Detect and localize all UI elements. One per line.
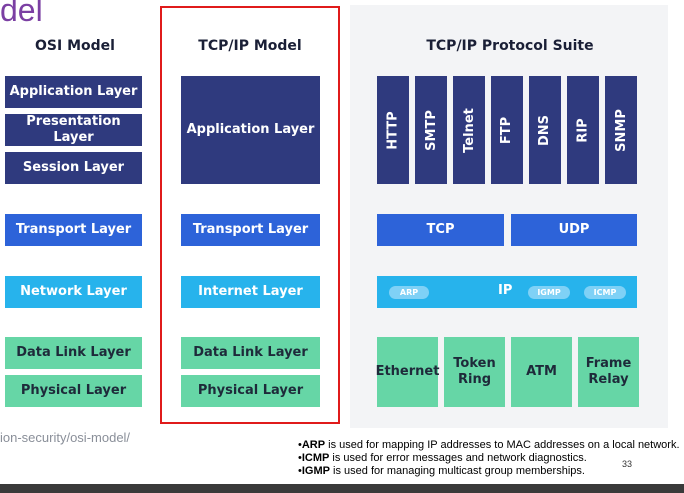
protocol-tcp: TCP xyxy=(377,214,504,246)
tcpip-heading: TCP/IP Model xyxy=(198,38,302,54)
osi-layer-physical: Physical Layer xyxy=(5,375,142,407)
bottom-bar xyxy=(0,484,684,493)
note-icmp: •ICMP is used for error messages and net… xyxy=(298,452,587,464)
pill-arp: ARP xyxy=(389,286,429,299)
pill-igmp: IGMP xyxy=(528,286,570,299)
protocol-atm: ATM xyxy=(511,337,572,407)
protocol-ftp: FTP xyxy=(491,76,523,184)
protocol-snmp: SNMP xyxy=(605,76,637,184)
note-arp: •ARP is used for mapping IP addresses to… xyxy=(298,439,680,451)
tcpip-layer-application: Application Layer xyxy=(181,76,320,184)
slide-title: del xyxy=(0,0,43,28)
osi-heading: OSI Model xyxy=(35,38,115,54)
protocol-frame-relay: Frame Relay xyxy=(578,337,639,407)
protocol-rip: RIP xyxy=(567,76,599,184)
tcpip-layer-transport: Transport Layer xyxy=(181,214,320,246)
tcpip-layer-data-link: Data Link Layer xyxy=(181,337,320,369)
protocol-smtp: SMTP xyxy=(415,76,447,184)
osi-layer-application: Application Layer xyxy=(5,76,142,108)
note-igmp: •IGMP is used for managing multicast gro… xyxy=(298,465,585,477)
protocol-udp: UDP xyxy=(511,214,637,246)
notes: •ARP is used for mapping IP addresses to… xyxy=(298,439,684,478)
osi-layer-transport: Transport Layer xyxy=(5,214,142,246)
protocol-ethernet: Ethernet xyxy=(376,337,439,407)
protocol-token-ring: Token Ring xyxy=(444,337,505,407)
pill-icmp: ICMP xyxy=(584,286,626,299)
page-number: 33 xyxy=(622,459,633,469)
source-url: ion-security/osi-model/ xyxy=(0,430,131,445)
tcpip-highlight-frame xyxy=(160,6,340,424)
osi-layer-presentation: Presentation Layer xyxy=(5,114,142,146)
osi-layer-data-link: Data Link Layer xyxy=(5,337,142,369)
osi-layer-session: Session Layer xyxy=(5,152,142,184)
protocol-dns: DNS xyxy=(529,76,561,184)
tcpip-layer-physical: Physical Layer xyxy=(181,375,320,407)
osi-layer-network: Network Layer xyxy=(5,276,142,308)
suite-heading: TCP/IP Protocol Suite xyxy=(426,38,594,54)
protocol-http: HTTP xyxy=(377,76,409,184)
protocol-telnet: Telnet xyxy=(453,76,485,184)
protocol-ip: IP xyxy=(498,283,513,298)
tcpip-layer-internet: Internet Layer xyxy=(181,276,320,308)
